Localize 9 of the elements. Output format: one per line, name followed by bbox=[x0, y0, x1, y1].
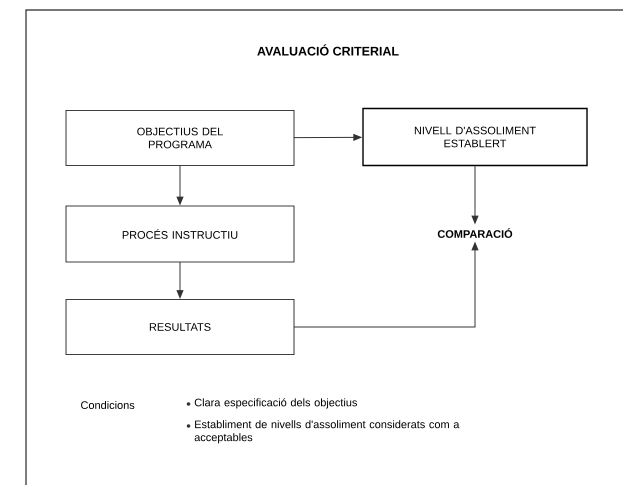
process-box: PROCÉS INSTRUCTIU bbox=[66, 206, 294, 262]
process-box: RESULTATS bbox=[66, 299, 294, 355]
label-text: Condicions bbox=[81, 400, 134, 410]
bullet-item: Establiment de nivells d'assoliment considerats com a acceptables bbox=[194, 420, 460, 444]
title: AVALUACIÓ CRITERIAL bbox=[257, 44, 399, 56]
label-text: COMPARACIÓ bbox=[438, 228, 512, 238]
process-box: OBJECTIUS DEL PROGRAMA bbox=[66, 110, 294, 166]
bullet-item: Clara especificació dels objectius bbox=[194, 398, 357, 409]
process-box: NIVELL D'ASSOLIMENT ESTABLERT bbox=[362, 108, 588, 166]
